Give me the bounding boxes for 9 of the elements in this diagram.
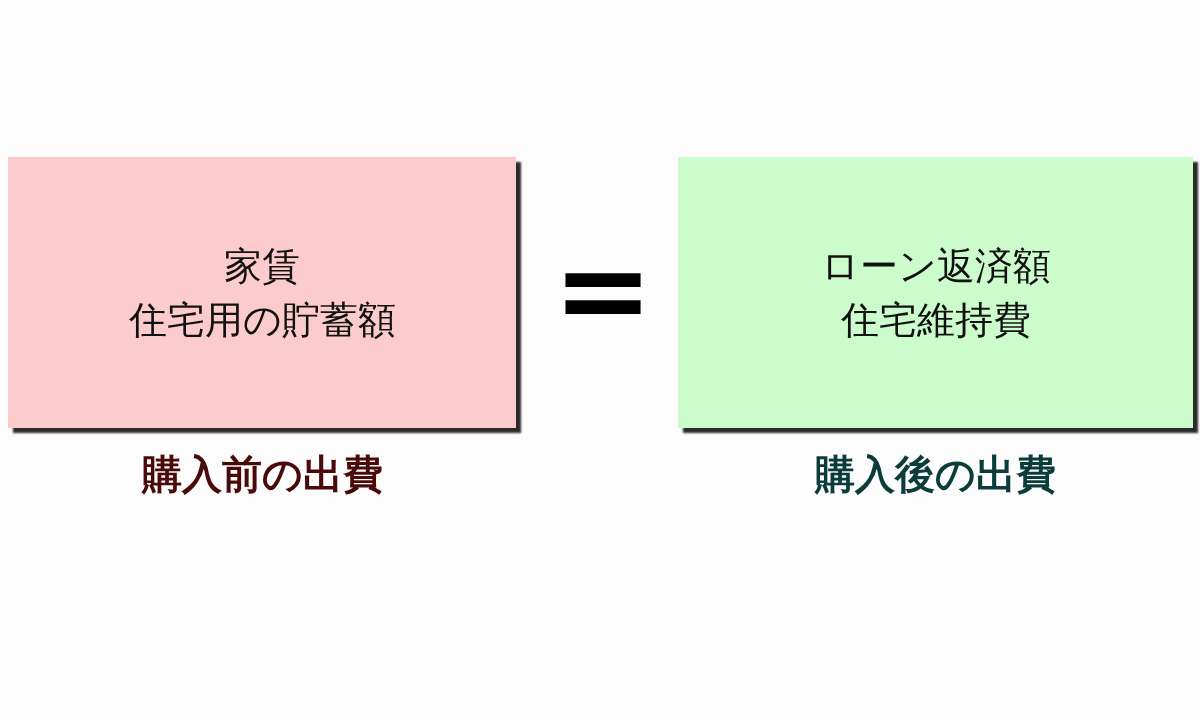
box-caption: 購入後の出費 <box>813 450 1057 498</box>
box-caption: 購入前の出費 <box>140 450 384 498</box>
expense-box <box>8 157 516 428</box>
equals-sign: = <box>552 230 654 350</box>
expense-box <box>678 157 1193 428</box>
expense-item: 家賃 <box>224 242 300 290</box>
expense-item: 住宅用の貯蓄額 <box>128 296 396 344</box>
expense-item: 住宅維持費 <box>840 296 1031 344</box>
expense-item: ローン返済額 <box>820 242 1051 290</box>
